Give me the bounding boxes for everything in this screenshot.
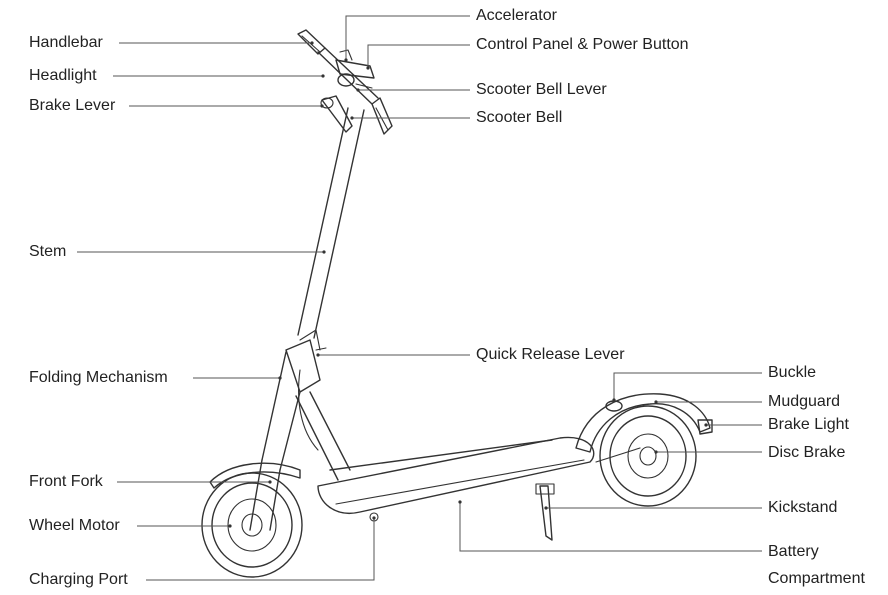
label-scooter-bell: Scooter Bell (476, 109, 563, 126)
handlebar-assembly (297, 29, 393, 135)
label-control-panel: Control Panel & Power Button (476, 36, 689, 53)
leader-lines (77, 15, 762, 581)
label-folding-mechanism: Folding Mechanism (29, 369, 168, 386)
front-wheel-drawing (201, 459, 303, 578)
label-brake-light: Brake Light (768, 416, 849, 433)
label-disc-brake: Disc Brake (768, 444, 846, 461)
label-stem: Stem (29, 243, 67, 260)
label-accelerator: Accelerator (476, 7, 557, 24)
label-mudguard: Mudguard (768, 393, 841, 410)
label-charging-port: Charging Port (29, 571, 128, 588)
label-kickstand: Kickstand (768, 499, 838, 516)
deck-drawing (317, 436, 595, 522)
rear-wheel-drawing (535, 393, 713, 541)
label-brake-lever: Brake Lever (29, 97, 116, 114)
label-bell-lever: Scooter Bell Lever (476, 81, 607, 98)
label-wheel-motor: Wheel Motor (29, 517, 120, 534)
stem-drawing (261, 107, 365, 481)
label-front-fork: Front Fork (29, 473, 103, 490)
label-battery-line1: Battery (768, 543, 819, 560)
label-headlight: Headlight (29, 67, 97, 84)
label-buckle: Buckle (768, 364, 817, 381)
label-battery-line2: Compartment (768, 570, 865, 587)
label-quick-release: Quick Release Lever (476, 346, 625, 363)
leader-dots (228, 41, 708, 528)
label-handlebar: Handlebar (29, 34, 103, 51)
